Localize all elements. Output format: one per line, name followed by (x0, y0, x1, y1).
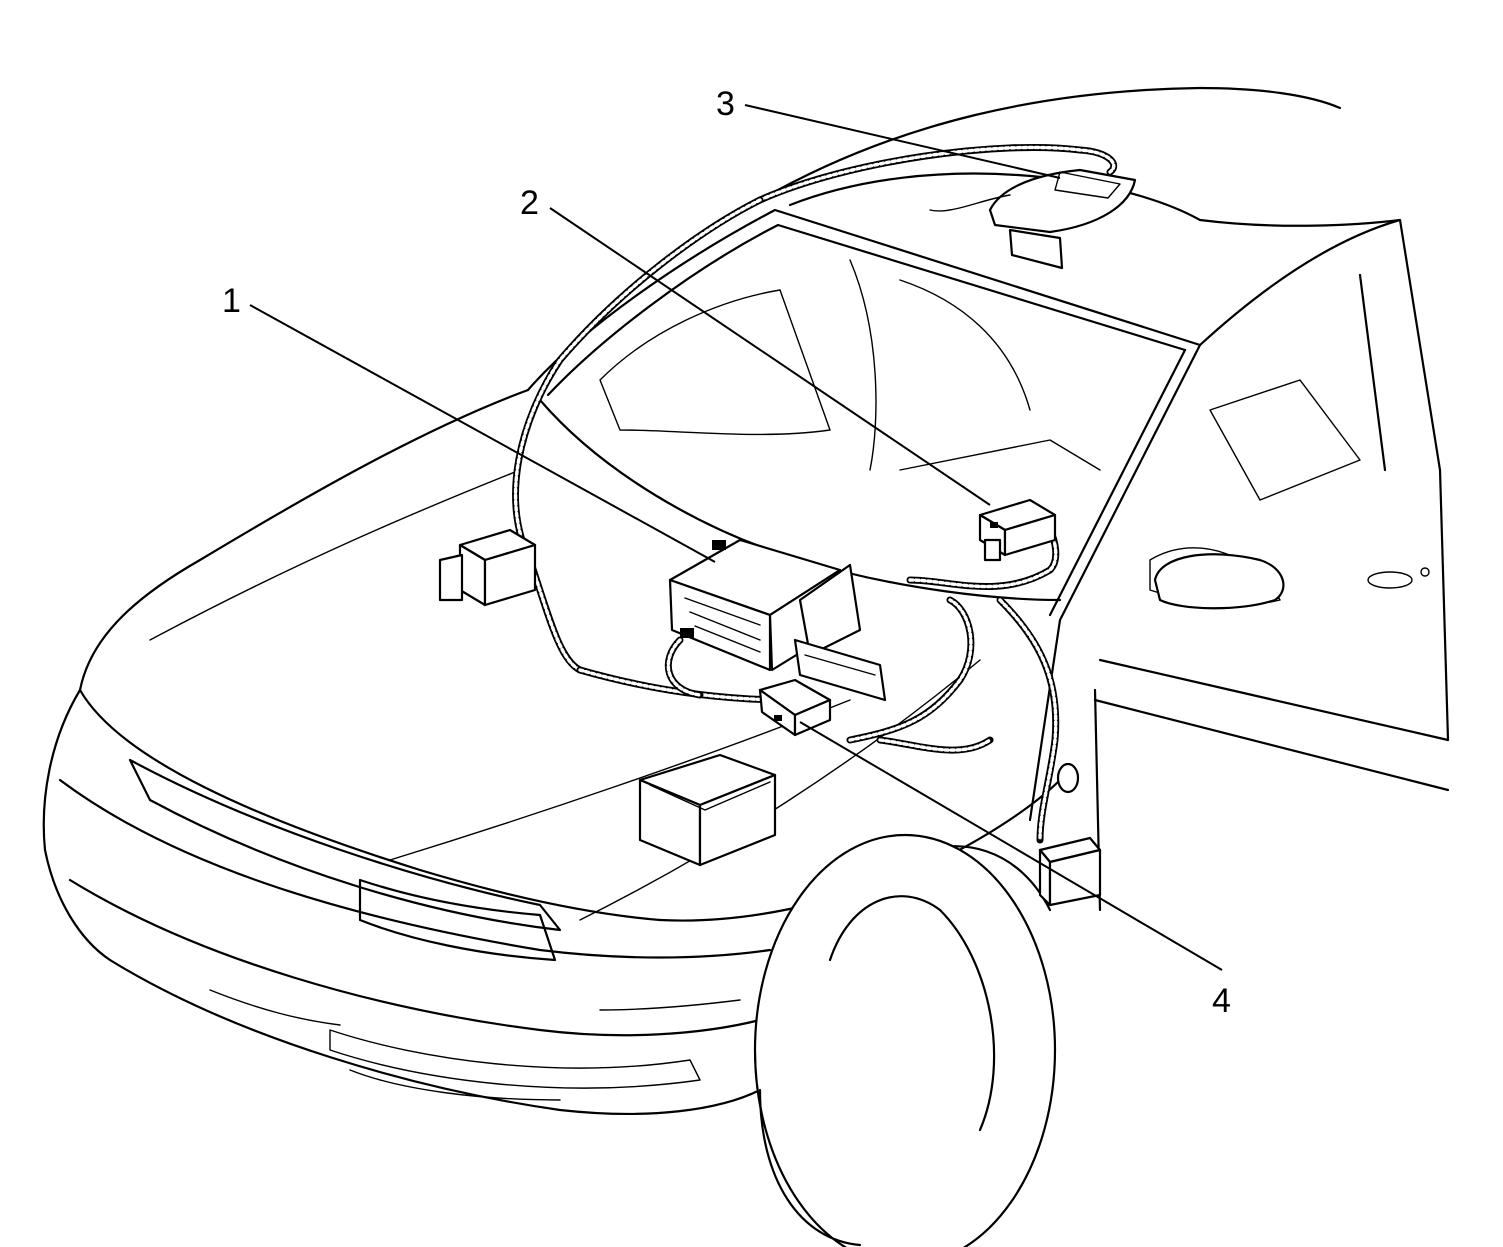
fuse-box (638, 753, 777, 867)
front-wheel (753, 833, 1057, 1247)
side-mirror (1153, 553, 1285, 610)
component-1-module (668, 538, 887, 702)
leader-3 (744, 104, 1061, 179)
component-3-roof-unit (929, 168, 1137, 270)
callout-label-2: 2 (520, 184, 539, 222)
callout-label-3: 3 (716, 85, 735, 123)
callout-label-4: 4 (1212, 982, 1231, 1020)
callout-leaders (249, 104, 1223, 971)
leader-4 (799, 721, 1223, 971)
callout-label-1: 1 (222, 282, 241, 320)
leader-2 (549, 207, 991, 506)
component-2-module (978, 498, 1057, 562)
leader-1 (249, 304, 716, 563)
callouts: 1 2 3 4 (222, 85, 1231, 1020)
component-4-connector (758, 678, 832, 737)
relay-block (438, 528, 537, 607)
